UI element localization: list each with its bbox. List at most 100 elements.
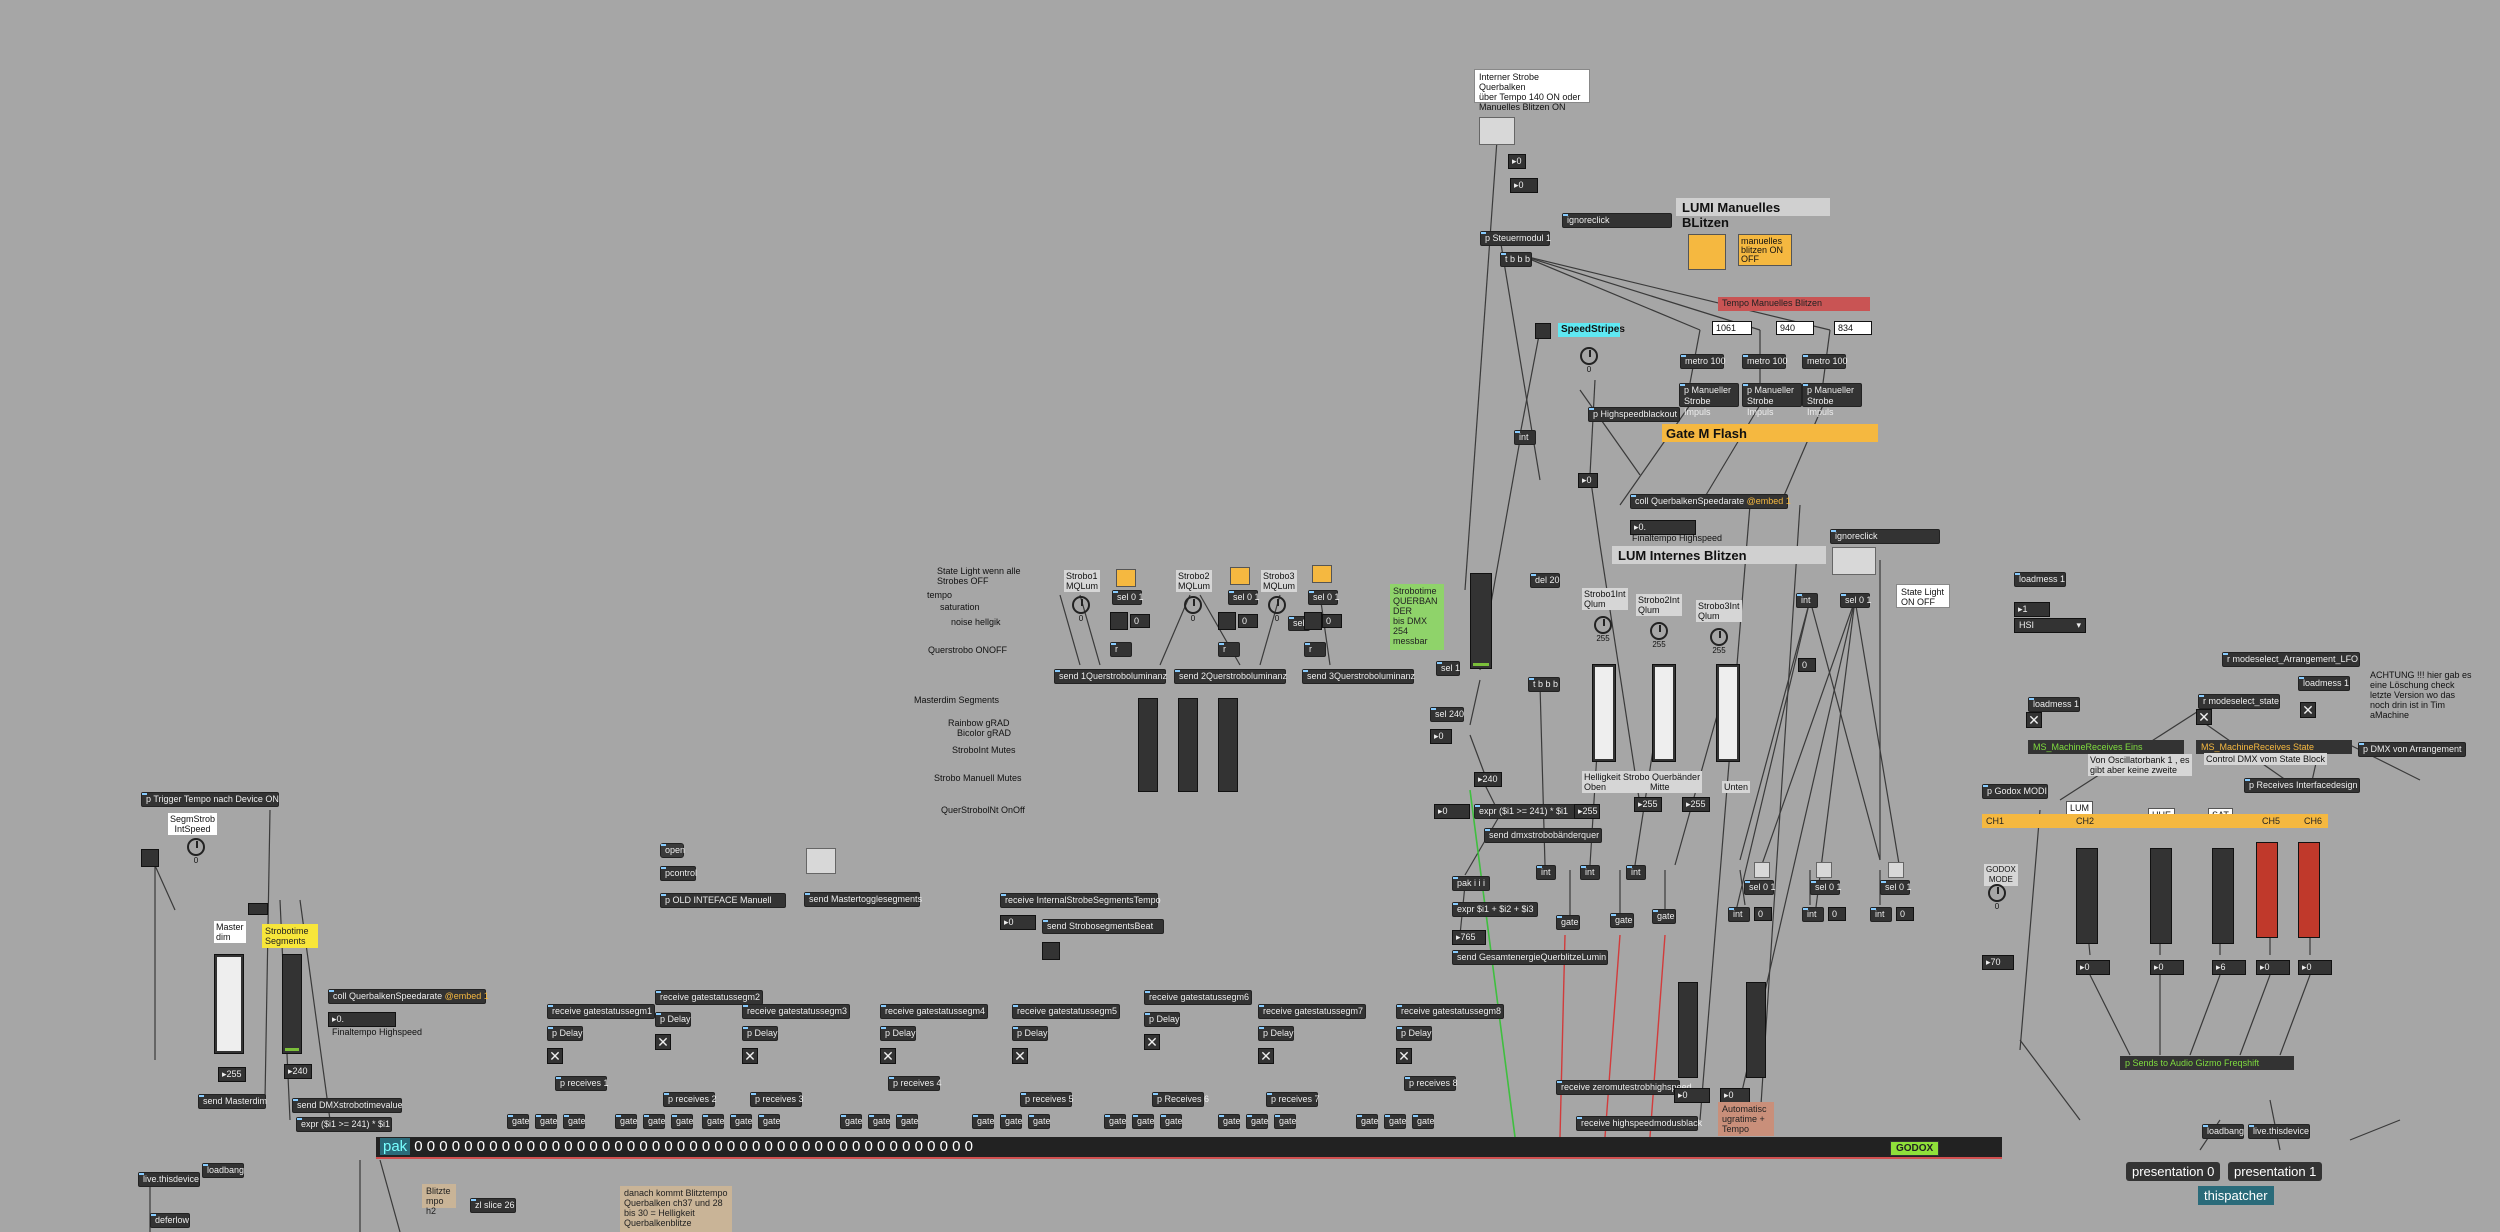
strobo1-toggle[interactable]: [1116, 569, 1136, 587]
sel-0-1-f[interactable]: sel 0 1: [1744, 880, 1776, 895]
number-240[interactable]: ▸240: [1474, 772, 1502, 787]
gate-object[interactable]: gate: [1246, 1114, 1269, 1129]
gate-object[interactable]: gate: [1356, 1114, 1379, 1129]
gate-object[interactable]: gate: [1218, 1114, 1241, 1129]
gate-object[interactable]: gate: [1132, 1114, 1155, 1129]
p-delay[interactable]: p Delay: [880, 1026, 916, 1041]
send-2querstrobo[interactable]: send 2Querstroboluminanz: [1174, 669, 1287, 684]
manual-impulse-2[interactable]: p Manueller Strobe Impuls: [1742, 383, 1802, 417]
intensity-slider-unten[interactable]: [1716, 664, 1740, 762]
number-box-0c[interactable]: ▸0: [1578, 473, 1598, 488]
old-interface-subpatch[interactable]: p OLD INTEFACE Manuell: [660, 893, 786, 908]
receive-gatestatus[interactable]: receive gatestatussegm6: [1144, 990, 1252, 1005]
sel-1[interactable]: sel 1: [1436, 661, 1460, 676]
toggle-mastersegments[interactable]: [806, 848, 836, 874]
send-dmx-strobotime[interactable]: send DMXstrobotimevalue: [292, 1098, 403, 1113]
metro-2[interactable]: metro 100: [1742, 354, 1788, 369]
strobo3-dial[interactable]: 0: [1264, 596, 1290, 630]
sat-slider[interactable]: [2212, 848, 2234, 944]
p-delay[interactable]: p Delay: [1396, 1026, 1432, 1041]
number-255a[interactable]: ▸255: [1634, 797, 1662, 812]
live-thisdevice-left[interactable]: live.thisdevice: [138, 1172, 200, 1187]
strobosegments-bang[interactable]: [1042, 942, 1060, 960]
number-0k[interactable]: 0: [1896, 907, 1914, 921]
p-receives[interactable]: p receives 2: [663, 1092, 717, 1107]
close-icon[interactable]: ✕: [1144, 1034, 1160, 1050]
p-delay[interactable]: p Delay: [655, 1012, 691, 1027]
strobo3-bang[interactable]: [1304, 612, 1322, 630]
segment-slider-3[interactable]: [1218, 698, 1238, 792]
strobo2int-dial[interactable]: 255: [1646, 622, 1672, 656]
close-icon[interactable]: ✕: [1012, 1048, 1028, 1064]
ms-recv-state[interactable]: MS_MachineReceives State: [2196, 740, 2352, 754]
receive-internal-segments[interactable]: receive InternalStrobeSegmentsTempo: [1000, 893, 1161, 908]
strobo3-toggle[interactable]: [1312, 565, 1332, 583]
receive-gatestatus[interactable]: receive gatestatussegm4: [880, 1004, 988, 1019]
toggle-mute-3[interactable]: [1888, 862, 1904, 878]
number-box-0[interactable]: ▸0: [1430, 729, 1452, 744]
loadmess-1a[interactable]: loadmess 1: [2014, 572, 2066, 587]
small-toggle[interactable]: [248, 903, 268, 915]
p-receives[interactable]: p receives 5: [1020, 1092, 1074, 1107]
strobo3-num[interactable]: 0: [1322, 614, 1342, 628]
ch5-slider[interactable]: [2256, 842, 2278, 938]
trigger-tbbb-1[interactable]: t b b b: [1500, 252, 1532, 267]
deferlow[interactable]: deferlow: [150, 1213, 190, 1228]
number-box-0g[interactable]: ▸0: [1720, 1088, 1750, 1103]
send-1querstrobo[interactable]: send 1Querstroboluminanz: [1054, 669, 1167, 684]
strobo2-bang[interactable]: [1218, 612, 1236, 630]
number-0j[interactable]: 0: [1828, 907, 1846, 921]
trigger-tbbb-2[interactable]: t b b b: [1528, 677, 1560, 692]
highspeed-blackout[interactable]: p Highspeedblackout: [1588, 407, 1680, 422]
intensity-slider-mitte[interactable]: [1652, 664, 1676, 762]
gate-object[interactable]: gate: [643, 1114, 666, 1129]
manual-impulse-1[interactable]: p Manueller Strobe Impuls: [1679, 383, 1739, 417]
strobo2-num[interactable]: 0: [1238, 614, 1258, 628]
receive-gatestatus[interactable]: receive gatestatussegm8: [1396, 1004, 1504, 1019]
gate-slider-2[interactable]: [1746, 982, 1766, 1078]
number-765[interactable]: ▸765: [1452, 930, 1486, 945]
p-sends-audio[interactable]: p Sends to Audio Gizmo Freqshift: [2120, 1056, 2294, 1070]
number-834[interactable]: 834: [1834, 321, 1872, 335]
strobotime-slider[interactable]: [1470, 573, 1492, 669]
gate-object[interactable]: gate: [896, 1114, 919, 1129]
gate-object[interactable]: gate: [1412, 1114, 1435, 1129]
loadmess-1c[interactable]: loadmess 1: [2298, 676, 2350, 691]
strobo1-num[interactable]: 0: [1130, 614, 1150, 628]
toggle-mute-1[interactable]: [1754, 862, 1770, 878]
gate-object[interactable]: gate: [1384, 1114, 1407, 1129]
send-dmxstrobo-quer[interactable]: send dmxstrobobänderquer: [1484, 828, 1602, 843]
expr-threshold-2[interactable]: expr ($i1 >= 241) * $i1: [296, 1117, 392, 1132]
loadbang-right[interactable]: loadbang: [2202, 1124, 2244, 1139]
number-0-ch6[interactable]: ▸0: [2298, 960, 2332, 975]
segment-slider-1[interactable]: [1138, 698, 1158, 792]
open-message[interactable]: open: [660, 843, 685, 858]
p-receives[interactable]: p receives 3: [750, 1092, 804, 1107]
sel-0-1-e[interactable]: sel 0 1: [1840, 593, 1872, 608]
expr-sum[interactable]: expr $i1 + $i2 + $i3: [1452, 902, 1538, 917]
strobo1int-dial[interactable]: 255: [1590, 616, 1616, 650]
hue-slider[interactable]: [2150, 848, 2172, 944]
hsi-dropdown[interactable]: HSI ▾: [2014, 618, 2086, 633]
pcontrol[interactable]: pcontrol: [660, 866, 697, 881]
strobotime-slider-left[interactable]: [282, 954, 302, 1054]
gate-object[interactable]: gate: [671, 1114, 694, 1129]
receive-gatestatus[interactable]: receive gatestatussegm2: [655, 990, 763, 1005]
steuermodul-subpatch[interactable]: p Steuermodul 1: [1480, 231, 1551, 246]
close-icon-2[interactable]: ✕: [2196, 709, 2212, 725]
send-gesamtenergie[interactable]: send GesamtenergieQuerblitzeLumin: [1452, 950, 1608, 965]
gate-object[interactable]: gate: [1028, 1114, 1051, 1129]
send-masterdim[interactable]: send Masterdim: [198, 1094, 267, 1109]
loadmess-1b[interactable]: loadmess 1: [2028, 697, 2080, 712]
gate-c[interactable]: gate: [1652, 909, 1676, 924]
gate-object[interactable]: gate: [758, 1114, 781, 1129]
gate-object[interactable]: gate: [1160, 1114, 1183, 1129]
strobo2-toggle[interactable]: [1230, 567, 1250, 585]
gate-object[interactable]: gate: [535, 1114, 558, 1129]
receive-zeromute[interactable]: receive zeromutestrobhighspeed: [1556, 1080, 1692, 1095]
p-delay[interactable]: p Delay: [547, 1026, 583, 1041]
pak-iii[interactable]: pak i i i: [1452, 876, 1490, 891]
int-g[interactable]: int: [1802, 907, 1824, 922]
p-receives[interactable]: p receives 8: [1404, 1076, 1458, 1091]
